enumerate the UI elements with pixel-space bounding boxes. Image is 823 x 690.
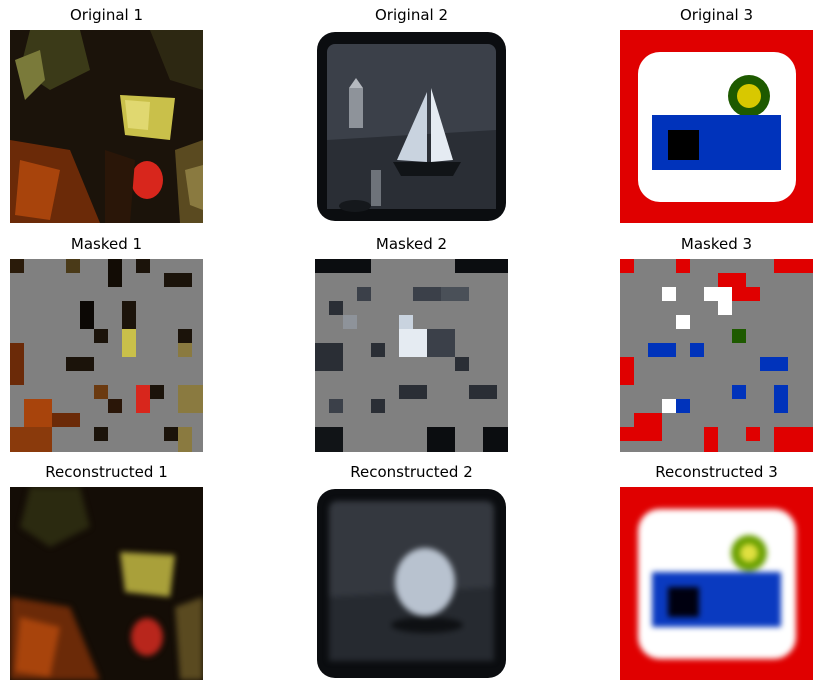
panel-title: Reconstructed 1: [45, 463, 168, 481]
panel-title: Reconstructed 2: [350, 463, 473, 481]
panel-title: Reconstructed 3: [655, 463, 778, 481]
image-original-sign: [620, 30, 813, 223]
panel-title: Original 3: [679, 6, 753, 24]
image-reconstructed-sign: [620, 487, 813, 680]
image-original-sailboat: [315, 30, 508, 223]
panel-title: Original 1: [69, 6, 143, 24]
image-masked-sign: [620, 259, 813, 452]
panel-title: Masked 1: [70, 235, 143, 253]
image-masked-painting: [10, 259, 203, 452]
image-reconstructed-sailboat: [315, 487, 508, 680]
image-original-painting: [10, 30, 203, 223]
image-masked-sailboat: [315, 259, 508, 452]
image-reconstructed-painting: [10, 487, 203, 680]
panel-title: Masked 3: [680, 235, 753, 253]
panel-title: Original 2: [374, 6, 448, 24]
panel-title: Masked 2: [375, 235, 448, 253]
